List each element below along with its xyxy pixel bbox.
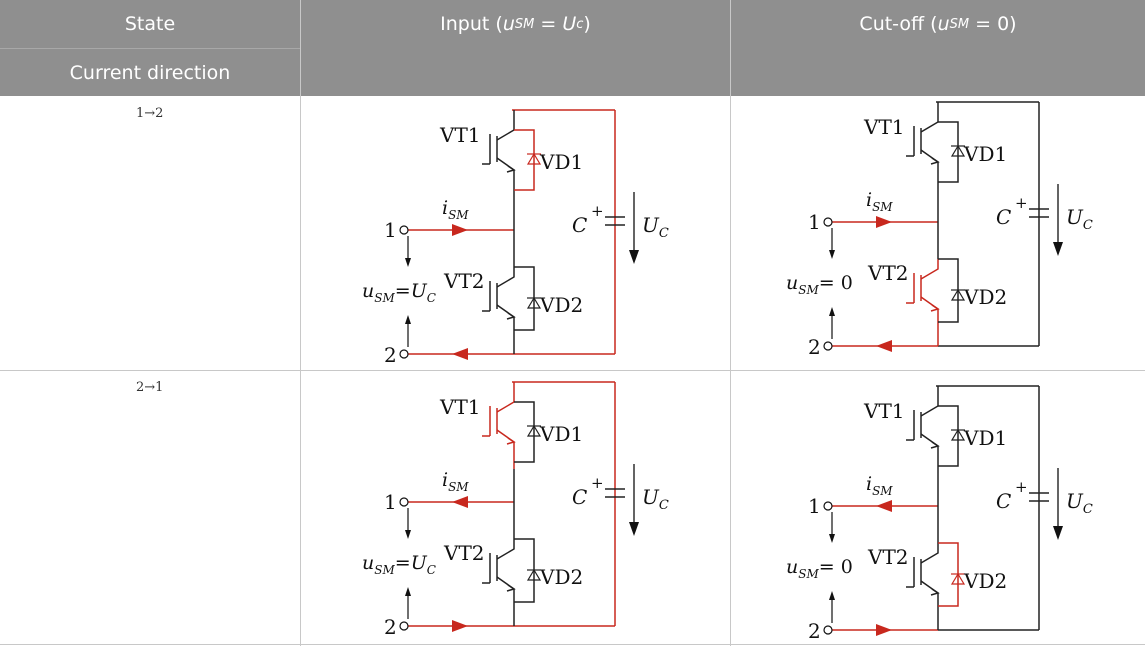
vd1-diode — [514, 129, 542, 191]
circuit-diagram: VT1 VD1 VT2 VD2 1 2 iSM C + UC uSM=UC — [362, 109, 669, 367]
vt2-label: VT2 — [867, 261, 909, 285]
vt2-igbt — [482, 539, 516, 626]
vt2-label: VT2 — [867, 545, 909, 569]
vt1-label: VT1 — [439, 395, 481, 419]
terminal-node1 — [399, 497, 409, 507]
vd1-diode — [514, 401, 542, 463]
header-current-direction: Current direction — [69, 61, 231, 84]
uc-label: UC — [1066, 489, 1093, 517]
vt2-label: VT2 — [443, 269, 485, 293]
circuit-diagram: VT1 VD1 VT2 VD2 1 2 iSM C + UC uSM=UC — [362, 381, 669, 639]
node1-label: 1 — [808, 494, 821, 518]
header-state: State — [124, 13, 176, 35]
direction-label-row2: 2→1 — [136, 380, 164, 395]
vt2-igbt — [482, 267, 516, 354]
vd1-label: VD1 — [963, 142, 1007, 166]
vd1-label: VD1 — [539, 150, 583, 174]
current-arrow-node1 — [452, 496, 468, 508]
current-arrow-node2 — [452, 620, 468, 632]
vd2-label: VD2 — [539, 293, 583, 317]
current-arrow-node2 — [876, 340, 892, 352]
uc-label: UC — [642, 213, 669, 241]
terminal-node2 — [823, 341, 833, 351]
node1-label: 1 — [384, 218, 397, 242]
vd1-diode — [938, 121, 966, 183]
vd1-diode — [938, 405, 966, 467]
cap-label: C — [996, 489, 1011, 513]
direction-label-row1: 1→2 — [136, 106, 164, 121]
capacitor — [1029, 208, 1049, 218]
current-label: iSM — [866, 189, 893, 214]
cap-label: C — [996, 205, 1011, 229]
node1-label: 1 — [384, 490, 397, 514]
vd2-diode — [514, 266, 542, 331]
node1-label: 1 — [808, 210, 821, 234]
cap-label: C — [572, 213, 587, 237]
uc-label: UC — [1066, 205, 1093, 233]
usm-label: uSM= 0 — [786, 556, 853, 581]
vd1-label: VD1 — [539, 422, 583, 446]
vt2-igbt — [906, 259, 940, 346]
node2-label: 2 — [384, 343, 397, 367]
cap-plus: + — [1015, 194, 1028, 212]
vd1-label: VD1 — [963, 426, 1007, 450]
vt1-label: VT1 — [439, 123, 481, 147]
vt2-label: VT2 — [443, 541, 485, 565]
terminal-node2 — [823, 625, 833, 635]
grid-line — [0, 370, 1145, 371]
circuit-diagram: VT1 VD1 VT2 VD2 1 2 iSM C + UC uSM= 0 — [786, 385, 1093, 643]
terminal-node1 — [823, 501, 833, 511]
usm-label: uSM=UC — [362, 552, 436, 577]
vd2-diode — [514, 538, 542, 603]
grid-line — [0, 644, 1145, 645]
current-arrow-node2 — [876, 624, 892, 636]
current-arrow-node1 — [876, 500, 892, 512]
current-label: iSM — [442, 469, 469, 494]
vd2-diode — [938, 258, 966, 323]
usm-label: uSM= 0 — [786, 272, 853, 297]
terminal-node1 — [399, 225, 409, 235]
capacitor — [1029, 492, 1049, 502]
node2-label: 2 — [808, 619, 821, 643]
vt2-igbt — [906, 543, 940, 630]
cap-plus: + — [591, 202, 604, 220]
terminal-node2 — [399, 349, 409, 359]
current-arrow-node2 — [452, 348, 468, 360]
node2-label: 2 — [384, 615, 397, 639]
current-arrow-node1 — [452, 224, 468, 236]
vd2-label: VD2 — [963, 569, 1007, 593]
vd2-diode — [938, 542, 966, 607]
vt1-igbt — [906, 102, 940, 189]
vt1-igbt — [482, 110, 516, 197]
vt1-igbt — [482, 382, 516, 469]
vd2-label: VD2 — [963, 285, 1007, 309]
current-label: iSM — [442, 197, 469, 222]
capacitor — [605, 216, 625, 226]
current-arrow-node1 — [876, 216, 892, 228]
vt1-label: VT1 — [863, 399, 905, 423]
vt1-igbt — [906, 386, 940, 473]
grid-line — [730, 0, 731, 646]
terminal-node2 — [399, 621, 409, 631]
vt1-label: VT1 — [863, 115, 905, 139]
node2-label: 2 — [808, 335, 821, 359]
circuit-diagram: VT1 VD1 VT2 VD2 1 2 iSM C + UC uSM= 0 — [786, 101, 1093, 359]
capacitor — [605, 488, 625, 498]
cap-plus: + — [591, 474, 604, 492]
cap-plus: + — [1015, 478, 1028, 496]
cap-label: C — [572, 485, 587, 509]
terminal-node1 — [823, 217, 833, 227]
vd2-label: VD2 — [539, 565, 583, 589]
current-label: iSM — [866, 473, 893, 498]
uc-label: UC — [642, 485, 669, 513]
grid-line — [300, 0, 301, 646]
usm-label: uSM=UC — [362, 280, 436, 305]
